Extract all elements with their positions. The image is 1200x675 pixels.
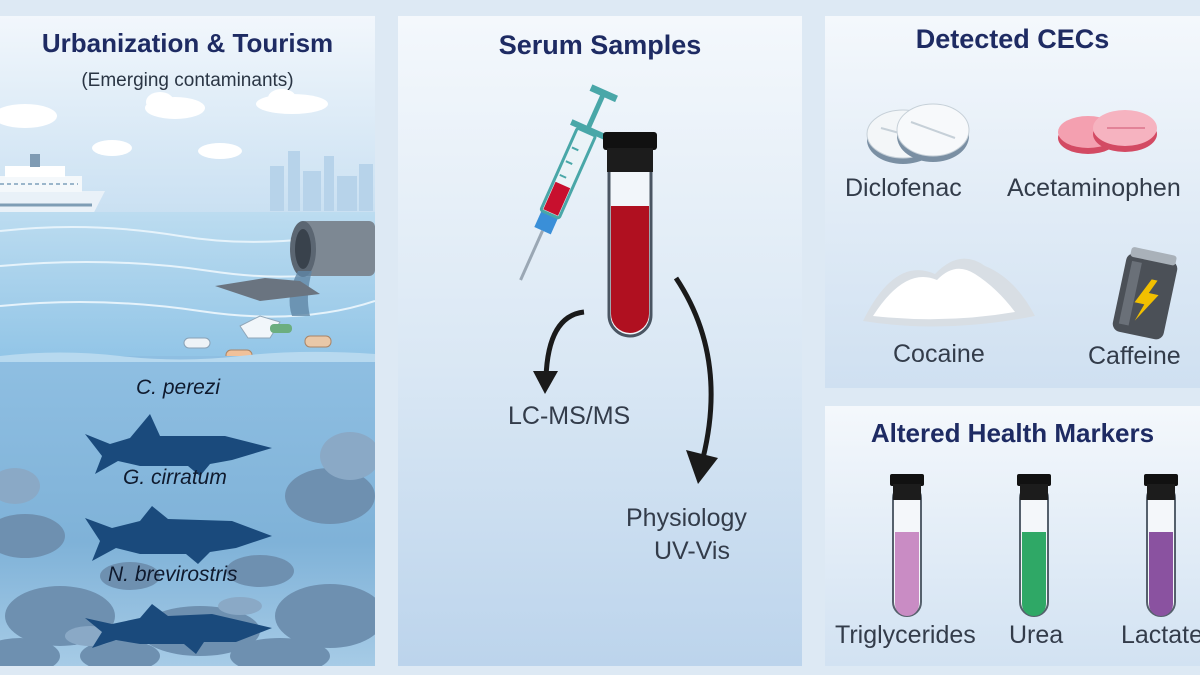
ocean-scene-illustration (0, 16, 375, 666)
panel-title: Detected CECs (915, 24, 1110, 54)
species-label: N. brevirostris (108, 563, 238, 586)
test-tube-icon (1017, 474, 1051, 617)
sewage-pipe-icon (215, 221, 375, 316)
pill-icon (1058, 110, 1157, 154)
species-label: C. perezi (136, 376, 221, 399)
urbanization-panel: Urbanization & Tourism (Emerging contami… (0, 16, 375, 666)
serum-panel: Serum Samples LC-MS/MS Physiology UV-Vis (398, 16, 802, 666)
panel-subtitle: (Emerging contaminants) (81, 70, 294, 91)
compound-label: Cocaine (893, 340, 985, 368)
panel-title: Altered Health Markers (870, 418, 1155, 448)
marker-label: Urea (1009, 621, 1064, 649)
shark-icon (85, 414, 272, 476)
compound-label: Diclofenac (845, 174, 962, 202)
panel-title: Serum Samples (498, 30, 702, 60)
marker-label: Lactate (1121, 621, 1200, 649)
shark-icon (85, 604, 272, 654)
species-label: G. cirratum (123, 466, 227, 489)
panel-title: Urbanization & Tourism (41, 28, 334, 58)
cecs-illustration (863, 103, 1178, 340)
arrow-icon (673, 276, 714, 459)
method-label: LC-MS/MS (508, 402, 631, 430)
marker-label: Triglycerides (835, 621, 976, 649)
arrow-icon (543, 309, 585, 379)
cecs-panel: Detected CECs Diclofenac Acetaminophen C… (825, 16, 1200, 388)
compound-label: Acetaminophen (1007, 174, 1181, 202)
markers-panel: Altered Health Markers Triglycerides Ure… (825, 406, 1200, 666)
serum-illustration (519, 84, 718, 484)
test-tube-icon (890, 474, 924, 617)
marker-tubes-illustration (890, 474, 1178, 617)
shark-icon (85, 506, 272, 564)
pill-icon (866, 103, 970, 164)
energy-drink-can-icon (1112, 247, 1178, 340)
city-skyline-icon (270, 151, 373, 211)
test-tube-icon (1144, 474, 1178, 617)
powder-pile-icon (863, 258, 1035, 327)
method-label: UV-Vis (654, 537, 730, 565)
cloud-icon (0, 89, 328, 159)
compound-label: Caffeine (1088, 342, 1181, 370)
blood-tube-icon (603, 132, 657, 338)
syringe-icon (519, 84, 618, 281)
method-label: Physiology (626, 504, 747, 532)
